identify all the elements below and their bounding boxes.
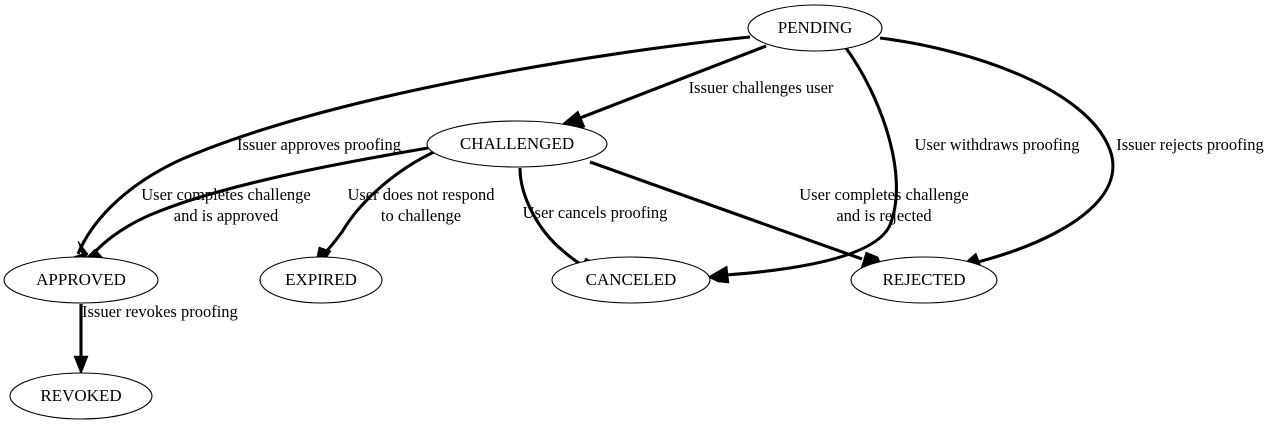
node-approved-ellipse <box>3 256 159 304</box>
node-expired[interactable]: EXPIRED <box>259 256 383 304</box>
edge-challenged-rejected-path <box>589 160 863 261</box>
node-approved[interactable]: APPROVED <box>3 256 159 304</box>
node-pending-ellipse <box>747 4 883 52</box>
edge-pending-canceled-label: User withdraws proofing <box>915 135 1080 154</box>
edge-challenged-canceled-path <box>518 167 583 267</box>
edge-pending-challenged-path <box>579 44 767 120</box>
edge-challenged-approved-label-1: User completes challenge <box>141 185 311 204</box>
edge-pending-challenged-label: Issuer challenges user <box>689 78 834 97</box>
edge-approved-revoked[interactable]: Issuer revokes proofing <box>73 302 238 375</box>
node-approved-label: APPROVED <box>36 270 126 289</box>
edge-pending-rejected-path <box>879 36 1115 264</box>
edge-challenged-rejected-label-2: and is rejected <box>836 206 932 225</box>
edge-challenged-expired[interactable]: User does not respond to challenge <box>315 150 495 262</box>
edge-pending-approved-path <box>76 35 751 255</box>
node-challenged[interactable]: CHALLENGED <box>426 120 608 168</box>
node-expired-ellipse <box>259 256 383 304</box>
edge-pending-canceled-arrowhead <box>707 265 730 284</box>
edge-pending-challenged[interactable]: Issuer challenges user <box>559 44 834 132</box>
node-canceled-ellipse <box>551 256 711 304</box>
edge-challenged-approved[interactable]: User completes challenge and is approved <box>83 146 429 265</box>
edge-pending-rejected[interactable]: Issuer rejects proofing <box>879 36 1264 272</box>
edge-challenged-expired-path <box>321 150 435 257</box>
edge-pending-approved[interactable]: Issuer approves proofing <box>69 35 751 263</box>
edge-pending-canceled[interactable]: User withdraws proofing <box>707 47 1080 284</box>
node-pending[interactable]: PENDING <box>747 4 883 52</box>
node-revoked-ellipse <box>9 372 153 420</box>
edge-challenged-canceled-label: User cancels proofing <box>523 203 668 222</box>
node-canceled-label: CANCELED <box>586 270 677 289</box>
edge-challenged-approved-label-2: and is approved <box>174 206 279 225</box>
edge-pending-canceled-path <box>725 47 898 277</box>
node-expired-label: EXPIRED <box>285 270 357 289</box>
node-challenged-ellipse <box>426 120 608 168</box>
edge-challenged-rejected-label-1: User completes challenge <box>799 185 969 204</box>
node-canceled[interactable]: CANCELED <box>551 256 711 304</box>
edge-approved-revoked-label: Issuer revokes proofing <box>82 302 238 321</box>
edge-approved-revoked-arrowhead <box>73 355 89 375</box>
edge-challenged-approved-path <box>91 146 429 256</box>
nodes-layer: PENDING CHALLENGED APPROVED EXPIRED CANC… <box>3 4 998 420</box>
node-pending-label: PENDING <box>778 18 853 37</box>
edge-challenged-expired-label-2: to challenge <box>381 206 461 225</box>
node-rejected[interactable]: REJECTED <box>850 256 998 304</box>
edge-challenged-rejected[interactable]: User completes challenge and is rejected <box>589 160 969 269</box>
node-rejected-ellipse <box>850 256 998 304</box>
node-revoked[interactable]: REVOKED <box>9 372 153 420</box>
edge-challenged-canceled[interactable]: User cancels proofing <box>518 167 668 272</box>
node-challenged-label: CHALLENGED <box>460 134 574 153</box>
node-rejected-label: REJECTED <box>882 270 965 289</box>
edge-pending-rejected-label: Issuer rejects proofing <box>1116 135 1264 154</box>
node-revoked-label: REVOKED <box>40 386 121 405</box>
edge-pending-approved-label: Issuer approves proofing <box>237 135 401 154</box>
edge-challenged-expired-label-1: User does not respond <box>347 185 495 204</box>
edges-layer: Issuer approves proofing Issuer challeng… <box>69 35 1264 375</box>
